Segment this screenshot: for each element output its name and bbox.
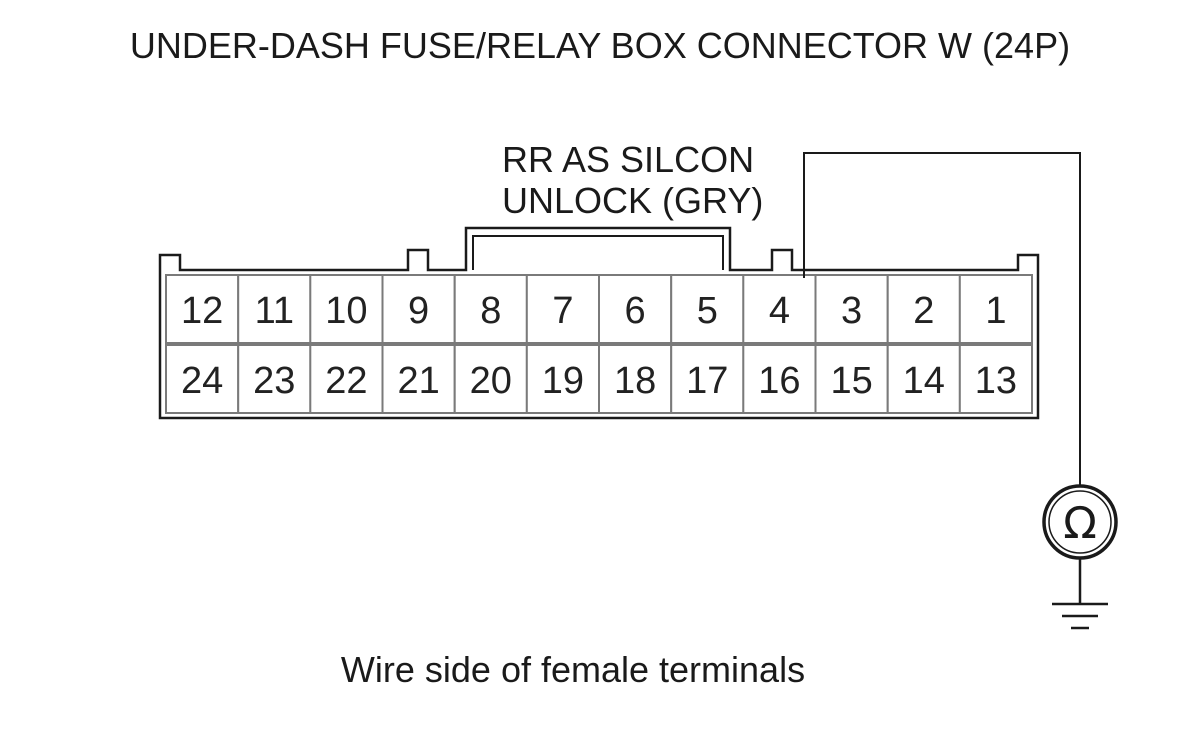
probe-wire xyxy=(803,152,1081,488)
terminal-number: 11 xyxy=(255,290,294,332)
connector-key xyxy=(472,235,724,270)
diagram-caption: Wire side of female terminals xyxy=(341,649,805,690)
terminal-number: 3 xyxy=(841,290,862,332)
terminal-number: 7 xyxy=(552,290,573,332)
terminal-number: 14 xyxy=(903,360,945,402)
terminal-cell xyxy=(525,344,600,414)
diagram-title: UNDER-DASH FUSE/RELAY BOX CONNECTOR W (2… xyxy=(130,25,1070,66)
terminal-number: 22 xyxy=(325,360,367,402)
terminal-number: 1 xyxy=(985,290,1006,332)
terminal-number: 2 xyxy=(913,290,934,332)
terminal-number: 15 xyxy=(830,360,872,402)
ohm-symbol: Ω xyxy=(1063,498,1097,549)
connector-housing xyxy=(158,226,1040,420)
terminal-cell xyxy=(309,274,384,344)
terminal-number: 13 xyxy=(975,360,1017,402)
terminal-number: 18 xyxy=(614,360,656,402)
terminal-cell xyxy=(237,274,312,344)
terminal-number: 16 xyxy=(758,360,800,402)
terminal-number: 4 xyxy=(769,290,790,332)
terminal-cell xyxy=(237,344,312,414)
terminal-cell xyxy=(165,344,240,414)
probe-label-line2: UNLOCK (GRY) xyxy=(502,180,763,221)
terminal-cell xyxy=(453,344,528,414)
terminal-number: 24 xyxy=(181,360,223,402)
ground-icon xyxy=(1052,558,1108,630)
ohmmeter-icon: Ω xyxy=(1042,484,1118,560)
terminal-cell xyxy=(814,274,889,344)
terminal-number: 12 xyxy=(181,290,223,332)
terminal-cell xyxy=(886,274,961,344)
terminal-number: 23 xyxy=(253,360,295,402)
terminal-number: 8 xyxy=(480,290,501,332)
terminal-cell xyxy=(598,344,673,414)
terminal-cell xyxy=(958,274,1033,344)
probe-label-line1: RR AS SILCON xyxy=(502,139,754,180)
terminal-cell xyxy=(886,344,961,414)
terminal-cell xyxy=(381,344,456,414)
terminal-number: 20 xyxy=(470,360,512,402)
terminal-number: 21 xyxy=(397,360,439,402)
terminal-number: 6 xyxy=(625,290,646,332)
terminal-number: 17 xyxy=(686,360,728,402)
terminal-cell xyxy=(742,344,817,414)
terminal-number: 5 xyxy=(697,290,718,332)
terminal-cell xyxy=(742,274,817,344)
terminal-number: 9 xyxy=(408,290,429,332)
terminal-number: 19 xyxy=(542,360,584,402)
terminal-cell xyxy=(670,344,745,414)
terminal-cell xyxy=(309,344,384,414)
terminal-cell xyxy=(958,344,1033,414)
terminal-number: 10 xyxy=(325,290,367,332)
